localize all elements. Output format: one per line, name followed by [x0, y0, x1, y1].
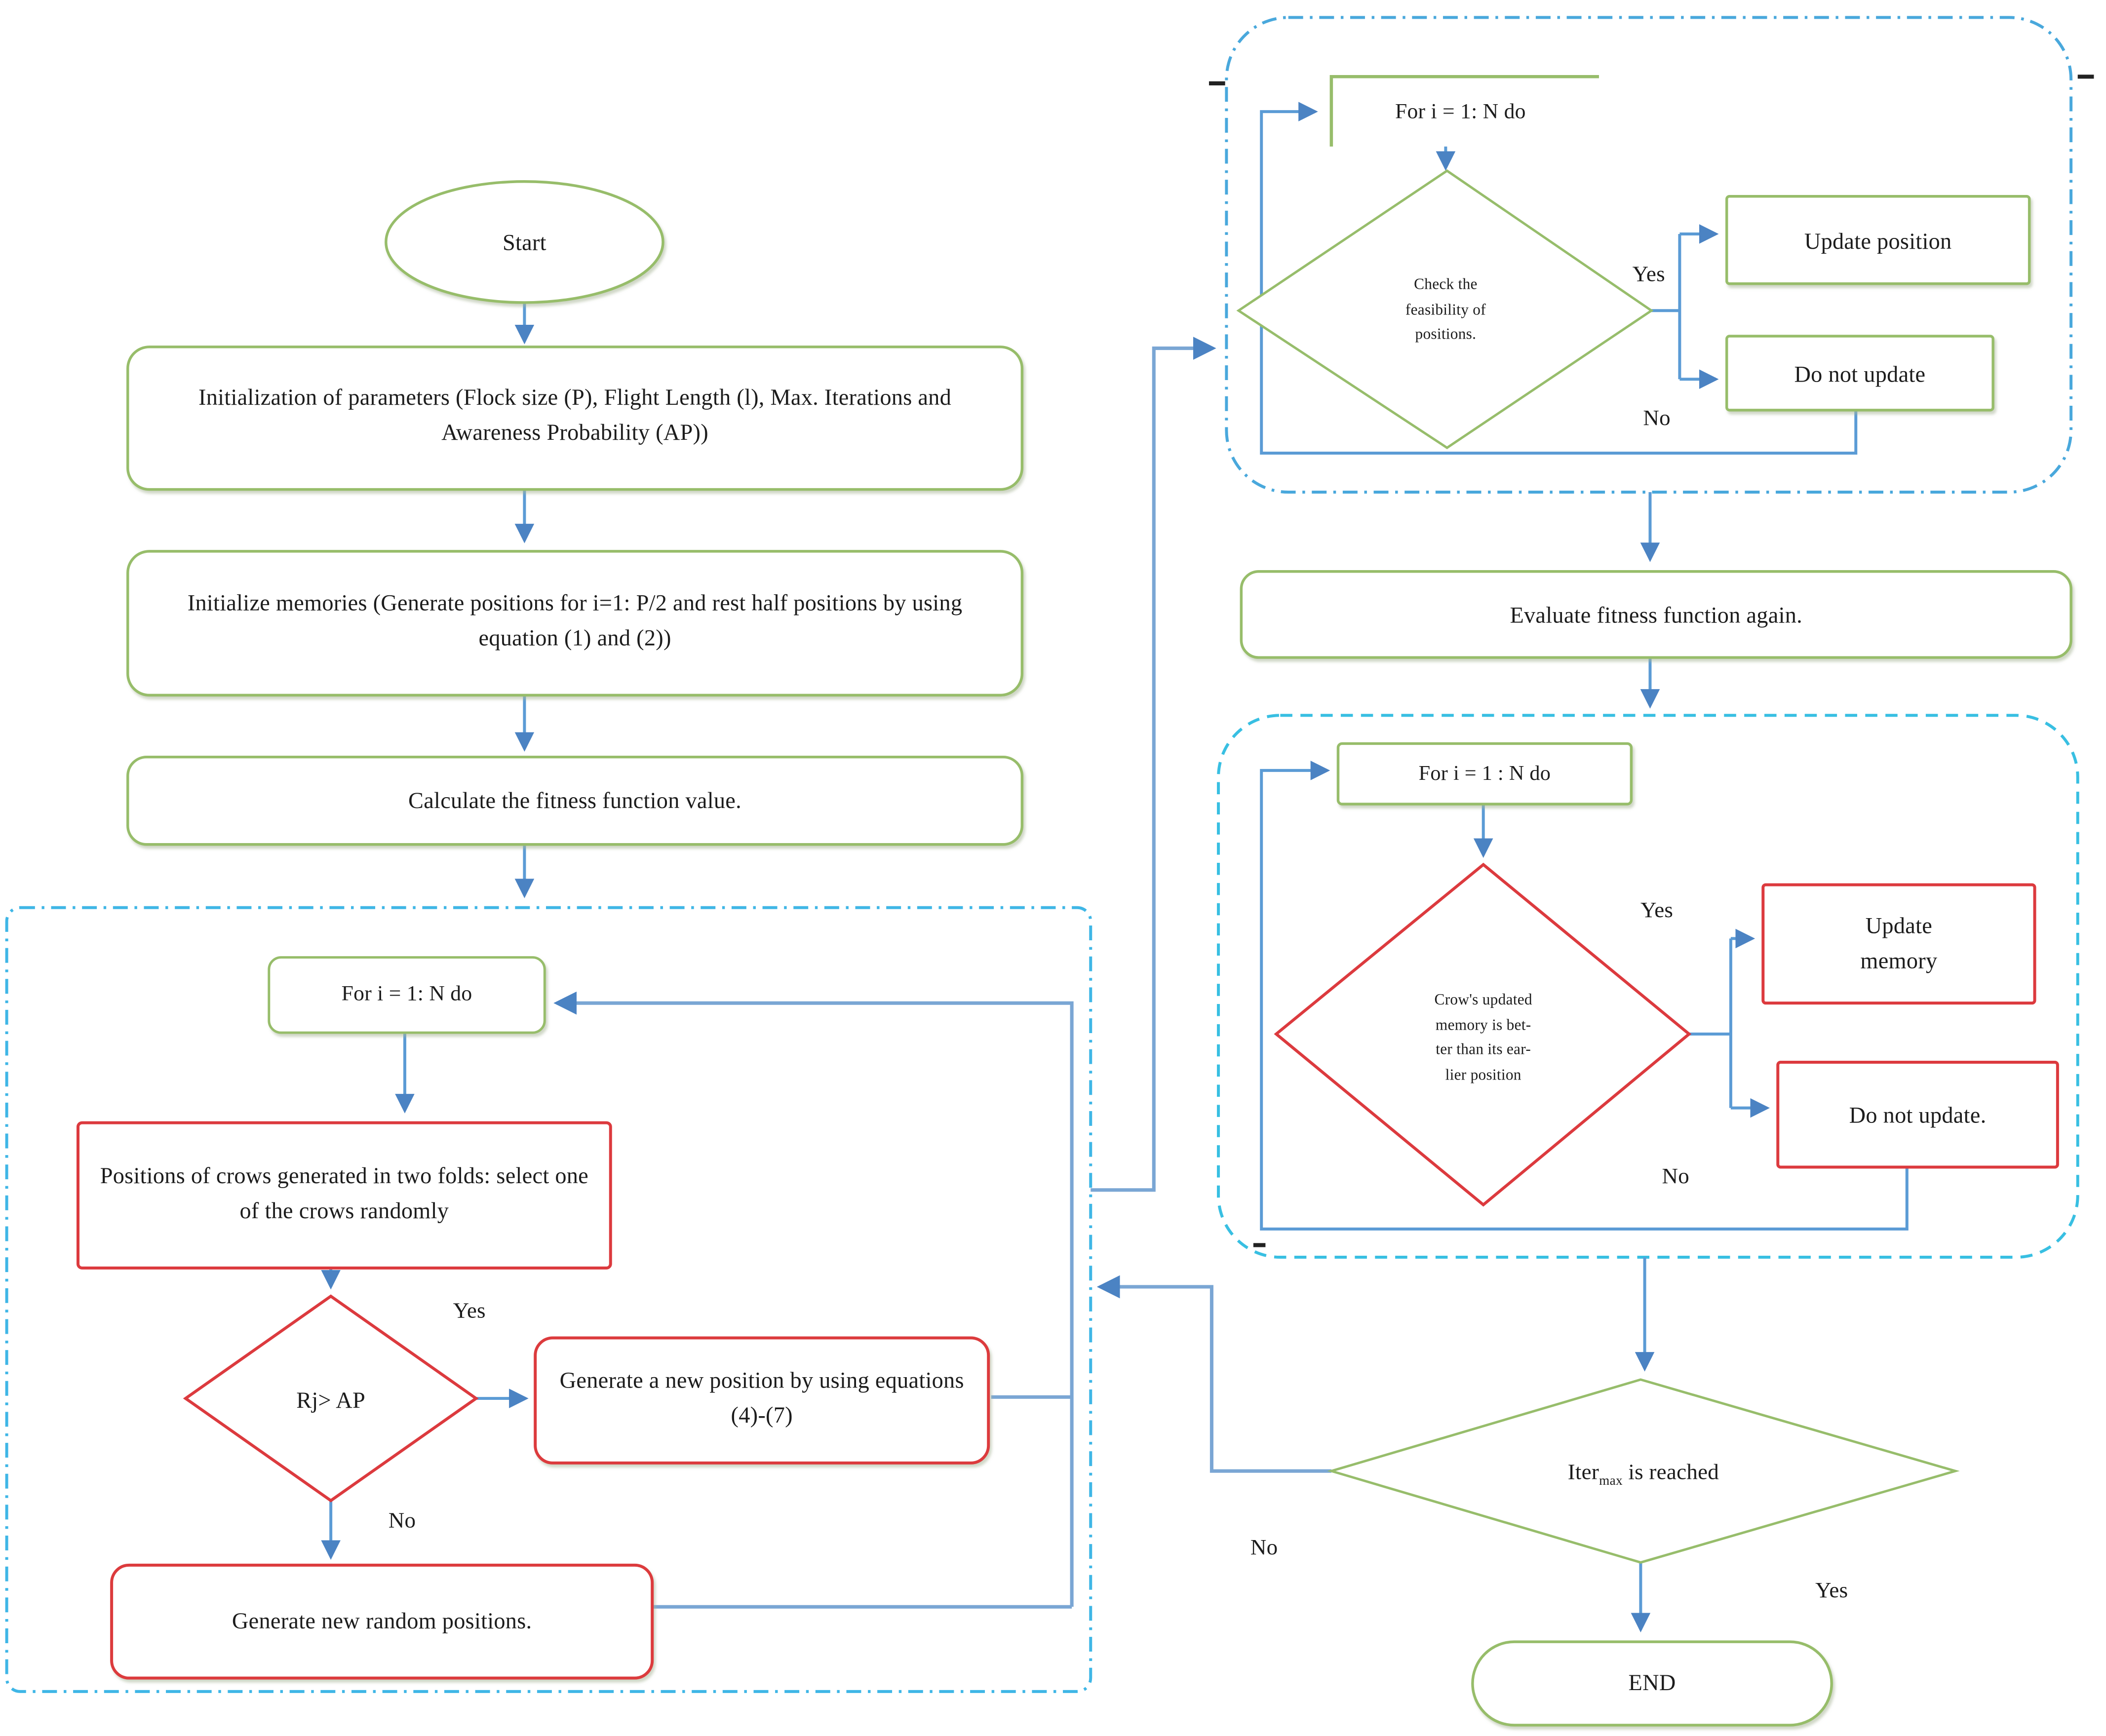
- iter-max-decision-shape: [1327, 1378, 1960, 1564]
- edge-loop1-to-loop2: [1091, 337, 1216, 1192]
- edge-return-to-for1: [553, 991, 1074, 1607]
- loop3-dashed-container: [1217, 714, 2079, 1259]
- loop2-dashed-container: [1225, 16, 2073, 494]
- do-not-update-memory-shape: [1776, 1061, 2059, 1169]
- update-position-shape: [1725, 194, 2031, 285]
- loop1-dashed-container: [5, 906, 1092, 1693]
- check-feasibility-shape: [1236, 169, 1654, 450]
- memory-better-decision-shape: [1274, 862, 1692, 1207]
- evaluate-fitness-shape: [1240, 570, 2072, 659]
- do-not-update-position-shape: [1725, 335, 1994, 412]
- update-memory-shape: [1761, 883, 2036, 1005]
- start-terminator-shape: [385, 180, 664, 304]
- positions-two-folds-shape: [77, 1121, 612, 1270]
- generate-random-positions-shape: [110, 1563, 654, 1680]
- edge-loop2-internal-return: [1260, 102, 1858, 455]
- for-loop3-shape: [1336, 742, 1633, 806]
- end-terminator-shape: [1471, 1640, 1833, 1727]
- rj-ap-decision-shape: [183, 1294, 479, 1503]
- calc-fitness-shape: [126, 755, 1024, 846]
- generate-new-position-shape: [534, 1336, 990, 1465]
- edge-loop3-internal-return: [1260, 761, 1909, 1231]
- for-loop2-bracket: [1329, 75, 1599, 147]
- edge-iter-no-return: [1096, 1275, 1331, 1473]
- init-memories-shape: [126, 550, 1024, 697]
- init-params-shape: [126, 346, 1024, 491]
- for-loop1-shape: [268, 956, 546, 1034]
